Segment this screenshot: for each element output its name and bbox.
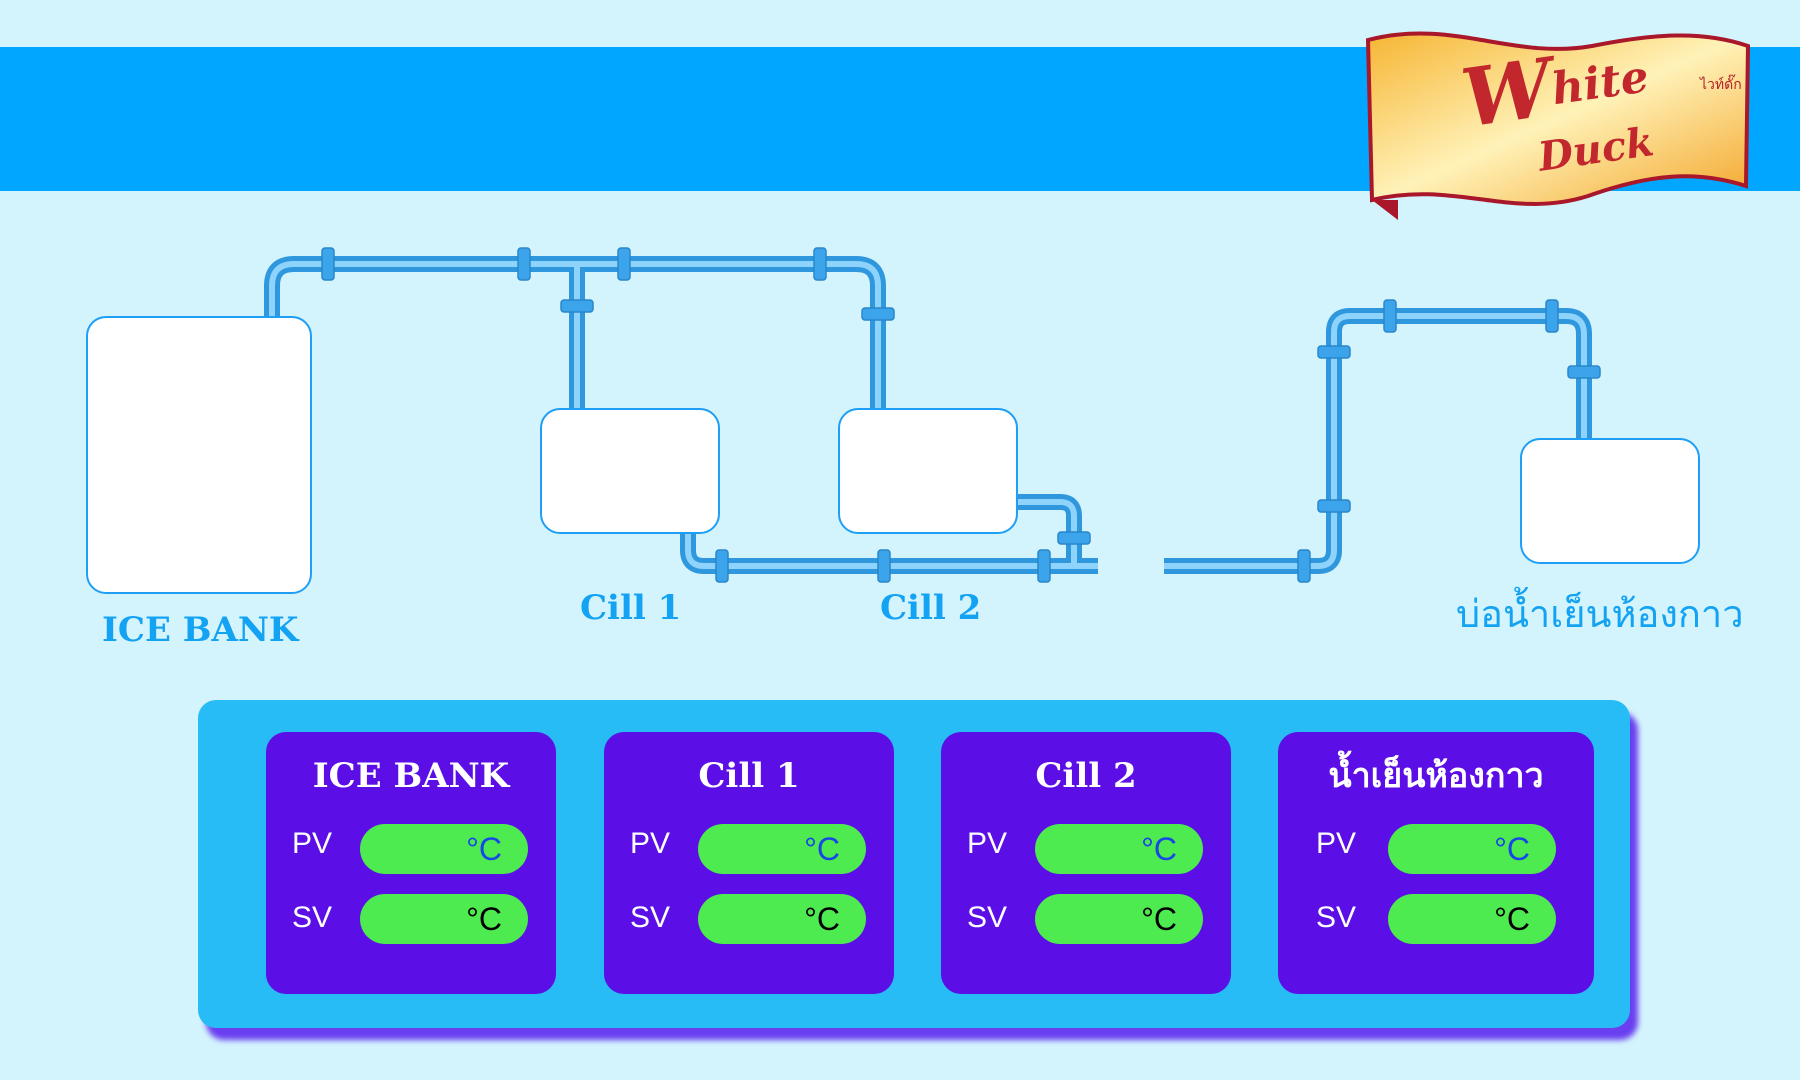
pipe-couplings xyxy=(321,247,1601,583)
white-duck-logo: White Duck ไวท์ดั๊ก xyxy=(1362,24,1754,220)
sv-label: SV xyxy=(1316,901,1357,934)
card-title: น้ำเย็นห้องกาว xyxy=(1328,756,1544,796)
logo-ribbon-shape xyxy=(1365,31,1751,220)
status-card-cill-2: Cill 2 PV °C SV °C xyxy=(941,732,1231,994)
tank-label-cill-1: Cill 1 xyxy=(580,588,682,628)
pv-value-display: °C xyxy=(698,824,866,874)
tank-label-ice-bank: ICE BANK xyxy=(102,610,299,650)
pv-value-display: °C xyxy=(1388,824,1556,874)
card-title: ICE BANK xyxy=(312,756,510,796)
status-card-cill-1: Cill 1 PV °C SV °C xyxy=(604,732,894,994)
sv-value-display[interactable]: °C xyxy=(360,894,528,944)
sv-label: SV xyxy=(292,901,333,934)
tank-ice-bank xyxy=(86,316,312,594)
tank-cill-2 xyxy=(838,408,1018,534)
sv-label: SV xyxy=(630,901,671,934)
pv-label: PV xyxy=(630,827,671,860)
sv-label: SV xyxy=(967,901,1008,934)
tank-cold-water-pool xyxy=(1520,438,1700,564)
pv-label: PV xyxy=(967,827,1008,860)
status-card-cold-water-pool: น้ำเย็นห้องกาว PV °C SV °C xyxy=(1278,732,1594,994)
pv-label: PV xyxy=(292,827,333,860)
sv-value-display[interactable]: °C xyxy=(1388,894,1556,944)
tank-label-cill-2: Cill 2 xyxy=(880,588,982,628)
status-card-ice-bank: ICE BANK PV °C SV °C xyxy=(266,732,556,994)
card-title: Cill 2 xyxy=(1035,756,1137,796)
tank-cill-1 xyxy=(540,408,720,534)
status-panel: ICE BANK PV °C SV °C Cill 1 PV °C SV °C … xyxy=(198,700,1630,1028)
pv-value-display: °C xyxy=(1035,824,1203,874)
pv-value-display: °C xyxy=(360,824,528,874)
sv-value-display[interactable]: °C xyxy=(698,894,866,944)
sv-value-display[interactable]: °C xyxy=(1035,894,1203,944)
pipe-return-line xyxy=(680,532,1098,574)
logo-thai-text: ไวท์ดั๊ก xyxy=(1700,77,1742,93)
tank-label-cold-water-pool: บ่อน้ำเย็นห้องกาว xyxy=(1456,592,1744,636)
card-title: Cill 1 xyxy=(698,756,800,796)
pv-label: PV xyxy=(1316,827,1357,860)
